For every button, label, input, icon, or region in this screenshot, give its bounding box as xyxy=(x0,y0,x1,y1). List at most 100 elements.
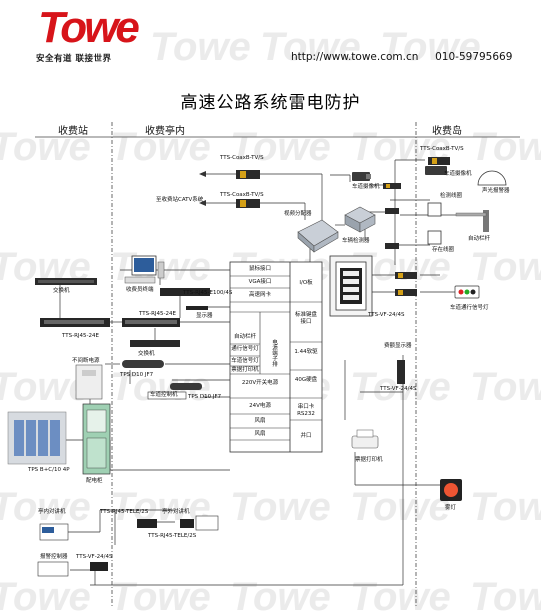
label-tele-1: TTS-RJ45-TELE/2S xyxy=(100,509,149,515)
label-switch-1: 交换机 xyxy=(53,288,70,294)
label-coax-2: TTS-CoaxB-TV/S xyxy=(220,192,264,198)
section-toll-station: 收费站 xyxy=(58,126,88,137)
label-coax-island: TTS-CoaxB-TV/S xyxy=(420,146,464,152)
label-booth-intercom: 亭内对讲机 xyxy=(38,509,66,515)
label-lane-camera-island: 车道摄像机 xyxy=(444,171,472,177)
cell-mouse-port: 鼠标接口 xyxy=(248,266,271,272)
label-sound-light-alarm: 声光报警器 xyxy=(482,188,510,194)
detect-coil-shape xyxy=(427,202,442,217)
cell-serial-card: 串口卡RS232 xyxy=(297,404,315,417)
label-tts-rj45-e100: TTS-RJ45-E100/4S xyxy=(183,290,233,296)
label-fee-display: 费额显示器 xyxy=(384,343,412,349)
label-presence-coil: 存在线圈 xyxy=(432,247,455,253)
tps-bc-shape xyxy=(7,411,67,465)
cell-pass-signal: 通行信号灯 xyxy=(231,346,259,352)
phone-number: 010-59795669 xyxy=(435,51,513,63)
label-ticket-printer: 票据打印机 xyxy=(355,457,383,463)
cell-floppy: 1.44软驱 xyxy=(294,349,318,355)
svg-text:Towe: Towe xyxy=(230,485,331,529)
toll-terminal-shape xyxy=(124,255,165,284)
company-logo: Towe xyxy=(38,3,140,52)
label-tps-d10-2: TPS D10 JF7 xyxy=(188,394,222,400)
tts-rj45-24e-2-shape xyxy=(122,318,180,327)
svg-text:Towe: Towe xyxy=(0,575,91,615)
svg-text:Towe: Towe xyxy=(470,365,541,409)
svg-text:Towe: Towe xyxy=(0,125,91,169)
cell-ticket-printer: 票据打印机 xyxy=(231,367,259,373)
cell-network-card: 高速网卡 xyxy=(248,292,271,298)
cell-24v-power: 24V电源 xyxy=(249,403,271,409)
display-protector-shape xyxy=(186,306,208,310)
tele-1-shape xyxy=(137,519,157,528)
label-tts-vf-2: TTS-VF-24/4S xyxy=(380,386,417,392)
tts-vf-3-shape xyxy=(90,562,108,571)
coax-protector-1 xyxy=(236,170,260,179)
contact-info: http://www.towe.com.cn 010-59795669 xyxy=(291,51,512,63)
fog-light-shape xyxy=(440,479,462,501)
cell-fan-1: 风扇 xyxy=(254,418,266,424)
label-switch-2: 交换机 xyxy=(138,351,155,357)
company-slogan: 安全有道 联接世界 xyxy=(36,54,112,64)
cell-auto-barrier: 自动栏杆 xyxy=(233,334,256,340)
svg-text:Towe: Towe xyxy=(380,25,481,69)
svg-text:Towe: Towe xyxy=(230,125,331,169)
svg-text:Towe: Towe xyxy=(110,575,211,615)
cell-fan-2: 风扇 xyxy=(254,431,266,437)
label-tps-d10-1: TPS D10 JF7 xyxy=(120,372,154,378)
tps-d10-2-shape xyxy=(170,383,202,390)
label-tts-vf-3: TTS-VF-24/4S xyxy=(76,554,113,560)
website-link[interactable]: http://www.towe.com.cn xyxy=(291,51,419,63)
section-toll-booth: 收费亭内 xyxy=(145,126,185,137)
tele-2-shape xyxy=(180,519,194,528)
vehicle-detector-shape xyxy=(344,206,376,233)
svg-text:Towe: Towe xyxy=(350,575,451,615)
label-display: 显示器 xyxy=(196,313,213,319)
svg-text:Towe: Towe xyxy=(150,25,251,69)
label-tele-2: TTS-RJ45-TELE/2S xyxy=(148,533,197,539)
label-tts-vf-1: TTS-VF-24/4S xyxy=(368,312,405,318)
ups-shape xyxy=(75,364,103,400)
svg-text:Towe: Towe xyxy=(350,485,451,529)
cell-hard-disk: 40G硬盘 xyxy=(294,377,318,383)
tts-vf-fee-shape xyxy=(397,360,405,384)
cell-vga-port: VGA接口 xyxy=(248,279,272,285)
label-tts-rj45-24e-2: TTS-RJ45-24E xyxy=(139,311,176,317)
label-alarm-controller: 报警控制器 xyxy=(40,554,68,560)
lane-controller-shape xyxy=(147,391,187,400)
label-vehicle-detector: 车辆检测器 xyxy=(342,238,370,244)
cell-lane-signal: 车道信号灯 xyxy=(231,358,259,364)
tts-rj45-e100-shape xyxy=(160,288,210,296)
label-coax-1: TTS-CoaxB-TV/S xyxy=(220,155,264,161)
svg-text:Towe: Towe xyxy=(0,365,91,409)
lane-traffic-light-shape xyxy=(454,285,480,299)
distribution-cabinet-shape xyxy=(82,403,111,475)
section-toll-island: 收费岛 xyxy=(432,126,462,137)
cell-power-terminal: 电源端子排 xyxy=(271,339,277,367)
label-distribution-cabinet: 配电柜 xyxy=(86,478,103,484)
coax-protector-2 xyxy=(236,199,260,208)
video-distributor-shape xyxy=(297,219,339,253)
svg-text:Towe: Towe xyxy=(0,485,91,529)
svg-text:Towe: Towe xyxy=(230,575,331,615)
label-tps-bc: TPS B+C/10 4P xyxy=(28,467,70,473)
label-lane-camera: 车道摄像机 xyxy=(352,184,380,190)
svg-text:Towe: Towe xyxy=(470,125,541,169)
label-detect-coil: 检测线圈 xyxy=(440,193,463,199)
label-video-distributor: 视频分配器 xyxy=(284,211,312,217)
label-fog-light: 雾灯 xyxy=(445,505,457,511)
svg-text:Towe: Towe xyxy=(110,125,211,169)
svg-text:Towe: Towe xyxy=(470,485,541,529)
svg-text:Towe: Towe xyxy=(470,245,541,289)
label-catv: 至收费站CATV系统 xyxy=(156,197,204,203)
switch-2-shape xyxy=(130,340,180,347)
label-lane-controller: 车道控制机 xyxy=(150,392,178,398)
label-toll-terminal: 收费员终端 xyxy=(126,287,154,293)
label-lane-traffic-light: 车道通行信号灯 xyxy=(450,305,489,311)
controller-box xyxy=(229,261,323,453)
auto-barrier-shape xyxy=(455,210,489,232)
alarm-shape xyxy=(477,170,507,186)
cell-io-board: I/O板 xyxy=(299,280,313,286)
lane-camera-island-shape xyxy=(425,166,447,175)
lane-camera-shape xyxy=(352,172,371,181)
